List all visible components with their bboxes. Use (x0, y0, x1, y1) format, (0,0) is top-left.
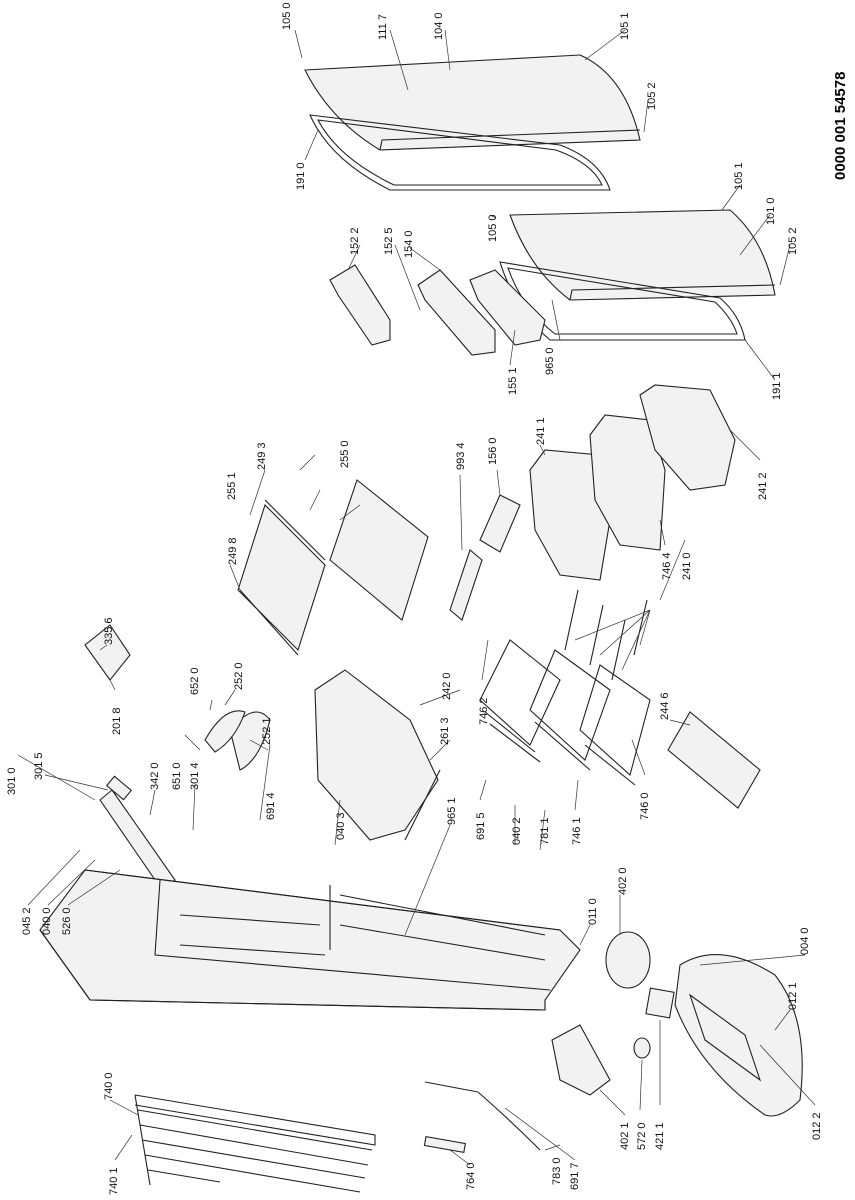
part-label: 652 0 (189, 667, 201, 695)
part-label: 104 0 (433, 12, 445, 40)
part-label: 101 0 (765, 197, 777, 225)
part-label: 105 0 (487, 214, 499, 242)
upper-door-gasket (309, 114, 611, 191)
cabinet-body (39, 869, 581, 1011)
part-label: 402 1 (619, 1122, 631, 1150)
part-label: 261 3 (439, 717, 451, 745)
part-label: 241 1 (535, 417, 547, 445)
part-label: 105 1 (619, 12, 631, 40)
part-label: 252 0 (233, 662, 245, 690)
part-label: 301 0 (6, 767, 18, 795)
ice-tray-156 (479, 494, 521, 553)
part-label: 965 1 (446, 797, 458, 825)
freezer-drawer-241-1 (529, 449, 611, 581)
part-label: 244 6 (659, 692, 671, 720)
part-label: 691 7 (569, 1162, 581, 1190)
door-balcony-155 (469, 269, 546, 346)
part-label: 191 0 (295, 162, 307, 190)
filter-764 (423, 1135, 467, 1154)
part-label: 746 1 (571, 817, 583, 845)
freezer-drawer-241-0 (589, 414, 666, 551)
upper-door (304, 54, 641, 151)
part-label: 201 8 (111, 707, 123, 735)
part-label: 783 0 (551, 1157, 563, 1185)
part-label: 040 0 (41, 907, 53, 935)
capacitor-572 (633, 1037, 651, 1059)
part-label: 249 8 (227, 537, 239, 565)
part-label: 301 5 (33, 752, 45, 780)
condenser-740 (134, 1094, 376, 1193)
part-label: 691 5 (475, 812, 487, 840)
glass-shelf-255-0 (329, 479, 429, 621)
part-label: 781 1 (539, 817, 551, 845)
part-label: 012 2 (811, 1112, 823, 1140)
freezer-wire-racks (479, 639, 651, 786)
part-label: 342 0 (149, 762, 161, 790)
part-label: 191 1 (771, 372, 783, 400)
part-label: 105 0 (281, 2, 293, 30)
leader-lines (17, 29, 816, 1166)
part-label: 004 0 (799, 927, 811, 955)
crisper-drawer-242 (314, 669, 439, 841)
control-panel-301 (99, 789, 176, 891)
part-label: 012 1 (787, 982, 799, 1010)
part-label: 402 0 (617, 867, 629, 895)
part-label: 156 0 (487, 437, 499, 465)
part-label: 965 0 (544, 347, 556, 375)
part-label: 040 2 (511, 817, 523, 845)
cover-plate-244 (667, 711, 761, 809)
part-label: 152 2 (349, 227, 361, 255)
part-label: 045 2 (21, 907, 33, 935)
part-label: 740 1 (108, 1167, 120, 1195)
compressor-402 (605, 931, 651, 989)
part-label: 154 0 (403, 230, 415, 258)
part-label: 152 5 (383, 227, 395, 255)
document-number: 0000 001 54578 (832, 72, 849, 180)
part-label: 255 1 (226, 472, 238, 500)
part-label: 746 4 (661, 552, 673, 580)
part-label: 993 4 (455, 442, 467, 470)
part-label: 301 4 (189, 762, 201, 790)
part-label: 011 0 (587, 898, 599, 925)
drain-tube-783 (424, 1081, 479, 1093)
part-label: 155 1 (507, 367, 519, 395)
door-balcony-152 (329, 264, 391, 346)
part-label: 764 0 (465, 1162, 477, 1190)
part-drawings (39, 54, 803, 1193)
glass-shelf-255-1 (237, 503, 326, 652)
part-labels: 105 0 111 7 104 0 105 1 105 2 191 0 105 … (6, 2, 823, 1195)
bottom-cover-402-1 (551, 1024, 611, 1096)
part-label: 105 1 (733, 162, 745, 190)
freezer-drawer-241-2 (639, 384, 736, 491)
lamp-cover-252 (229, 711, 271, 771)
part-label: 651 0 (171, 762, 183, 790)
part-label: 249 3 (256, 442, 268, 470)
part-label: 241 0 (681, 552, 693, 580)
part-label: 111 7 (377, 14, 389, 40)
part-label: 335 6 (103, 617, 115, 645)
part-label: 746 0 (639, 792, 651, 820)
compressor-baseplate (674, 954, 803, 1117)
part-label: 691 4 (265, 792, 277, 820)
part-label: 572 0 (636, 1122, 648, 1150)
part-label: 241 2 (757, 472, 769, 500)
part-label: 105 2 (787, 227, 799, 255)
relay-421 (645, 987, 675, 1019)
part-label: 740 0 (103, 1072, 115, 1100)
part-label: 040 3 (335, 812, 347, 840)
part-label: 421 1 (654, 1122, 666, 1150)
part-label: 252 1 (261, 717, 273, 745)
part-label: 105 2 (646, 82, 658, 110)
part-label: 526 0 (61, 907, 73, 935)
part-label: 255 0 (339, 440, 351, 468)
lower-door (509, 209, 776, 301)
thermostat-335 (84, 624, 131, 681)
ice-grid-993 (449, 549, 483, 621)
part-label: 242 0 (441, 672, 453, 700)
shelf-rods (564, 589, 648, 681)
part-label: 746 2 (478, 697, 490, 725)
